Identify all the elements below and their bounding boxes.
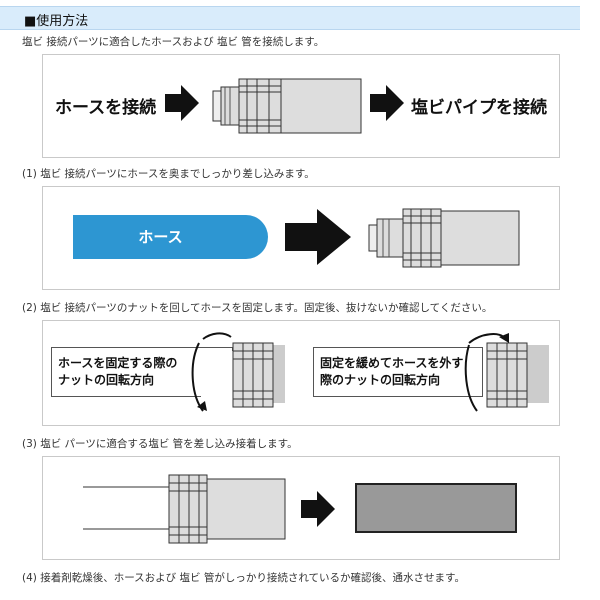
intro-text: 塩ビ 接続パーツに適合したホースおよび 塩ビ 管を接続します。 <box>22 36 325 48</box>
hose-label: ホース <box>138 228 183 246</box>
right-arrow-icon <box>285 209 351 265</box>
step3-diagram <box>42 456 560 560</box>
hose-connect-label: ホースを接続 <box>55 98 157 118</box>
right-arrow-icon <box>370 85 404 121</box>
pipe-connect-label: 塩ビパイプを接続 <box>411 98 547 118</box>
step1-text: (1) 塩ビ 接続パーツにホースを奥までしっかり差し込みます。 <box>22 168 315 180</box>
step3-text: (3) 塩ビ パーツに適合する塩ビ 管を差し込み接着します。 <box>22 438 298 450</box>
pvc-pipe-icon <box>355 483 517 533</box>
hose-shape: ホース <box>73 215 268 259</box>
loosen-direction-label: 固定を緩めてホースを外す 際のナットの回転方向 <box>320 356 464 387</box>
connector-part-icon <box>368 208 520 268</box>
step2-diagram: ホースを固定する際の ナットの回転方向 固定を緩めてホースを外す 際のナットの回… <box>42 320 560 426</box>
nut-rotation-icon <box>464 333 549 412</box>
fix-direction-label: ホースを固定する際の ナットの回転方向 <box>58 356 178 387</box>
loosen-direction-box: 固定を緩めてホースを外す 際のナットの回転方向 <box>313 347 483 397</box>
connector-part-icon <box>212 78 362 134</box>
pipe-insertion-icon <box>83 474 286 544</box>
right-arrow-icon <box>165 85 199 121</box>
nut-rotation-icon <box>191 332 285 412</box>
overview-diagram: ホースを接続 塩ビパイプを接続 <box>42 54 560 158</box>
right-arrow-icon <box>301 491 335 527</box>
section-header: ■使用方法 <box>0 6 580 30</box>
step2-text: (2) 塩ビ 接続パーツのナットを回してホースを固定します。固定後、抜けないか確… <box>22 302 493 314</box>
step4-text: (4) 接着剤乾燥後、ホースおよび 塩ビ 管がしっかり接続されているか確認後、通… <box>22 572 465 584</box>
step1-diagram: ホース <box>42 186 560 290</box>
section-title: ■使用方法 <box>24 14 89 29</box>
